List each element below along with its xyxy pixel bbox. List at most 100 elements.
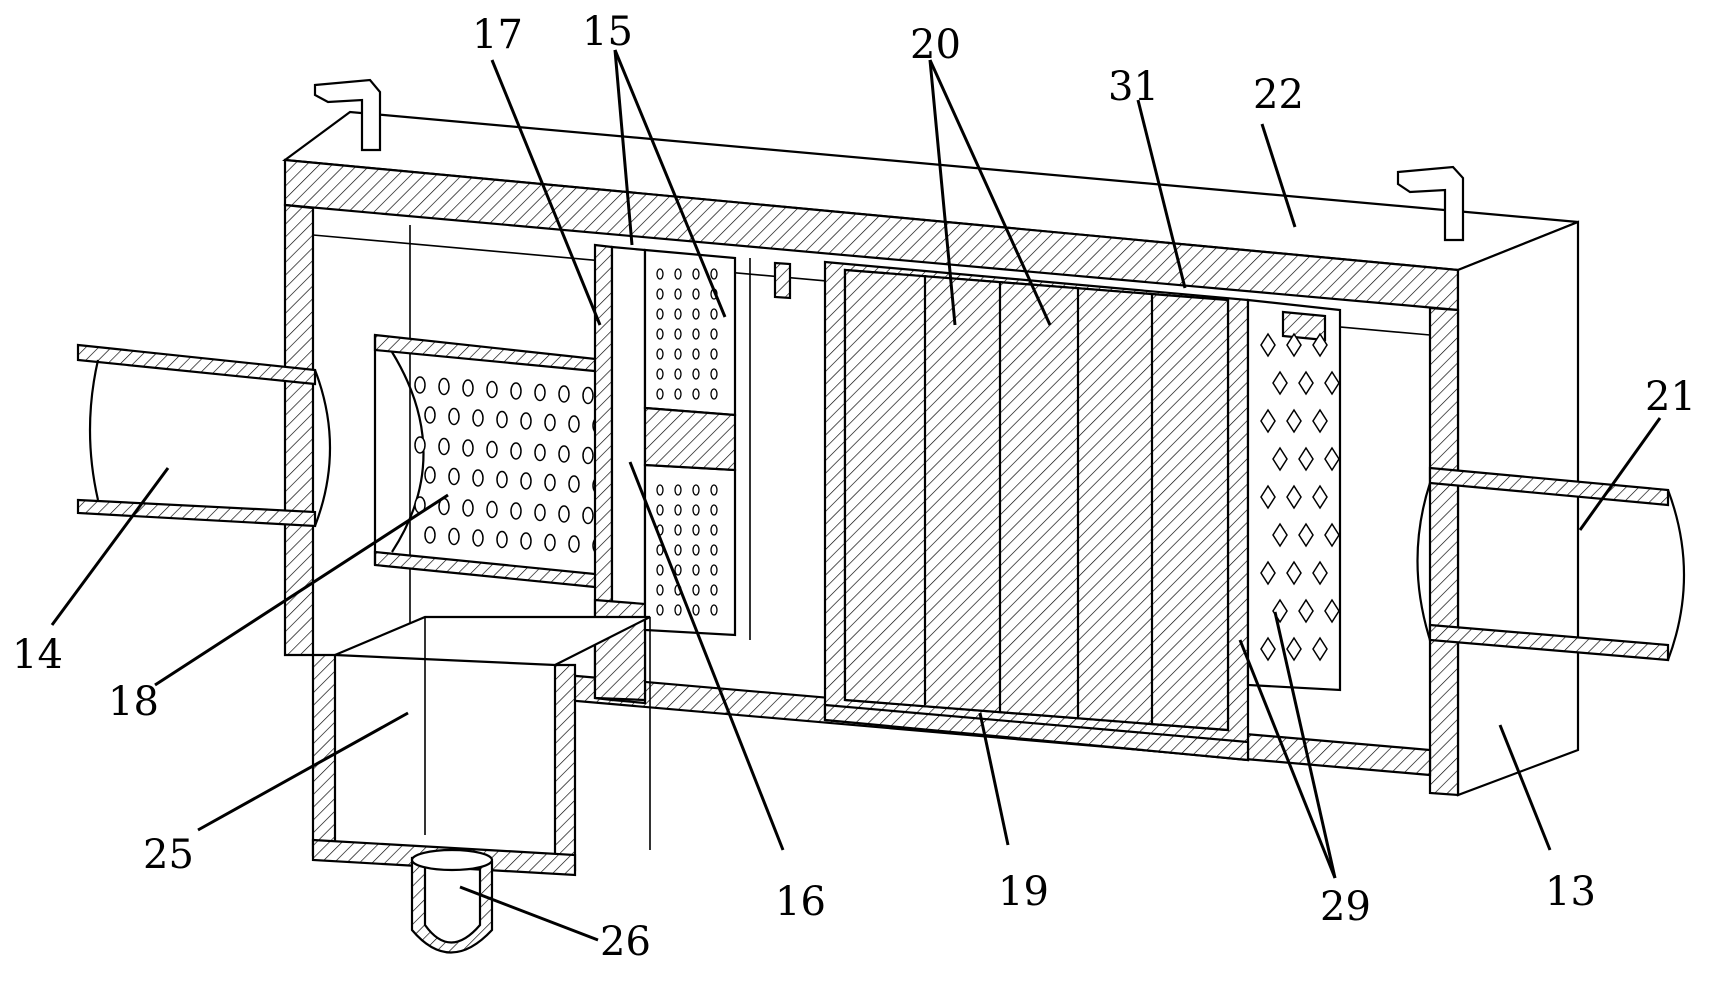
hole <box>486 380 498 399</box>
diamond-hole <box>1272 370 1288 396</box>
perforated-cylinder <box>373 333 607 590</box>
hole <box>462 499 474 517</box>
hole <box>424 406 436 424</box>
hole <box>582 446 594 465</box>
hole <box>692 268 700 280</box>
callout-15: 15 <box>582 9 633 55</box>
hole <box>656 564 664 576</box>
hole <box>438 377 450 396</box>
hole <box>510 442 522 460</box>
hole <box>568 475 580 493</box>
diamond-hole <box>1312 484 1328 510</box>
hole <box>710 544 718 556</box>
callout-22: 22 <box>1253 72 1304 118</box>
callout-16: 16 <box>775 879 826 925</box>
hole <box>414 436 426 454</box>
baffle-plate <box>593 243 647 705</box>
hole <box>710 308 718 320</box>
wall-tab <box>773 261 792 300</box>
hole <box>656 288 664 300</box>
hole <box>710 584 718 596</box>
callout-18: 18 <box>108 679 159 725</box>
diamond-hole <box>1324 598 1340 624</box>
hole <box>692 564 700 576</box>
hole <box>486 440 498 459</box>
diamond-hole <box>1272 446 1288 472</box>
callout-14: 14 <box>12 632 63 678</box>
hole <box>568 415 580 433</box>
hole <box>710 328 718 340</box>
hole <box>674 604 682 616</box>
diamond-hole <box>1260 332 1276 358</box>
leader-lines <box>50 49 1662 942</box>
hole <box>534 383 546 402</box>
filter-screens <box>643 248 751 640</box>
hole <box>710 604 718 616</box>
inlet-pipe <box>76 343 332 528</box>
hole <box>414 376 426 394</box>
diamond-hole <box>1312 332 1328 358</box>
hole <box>674 268 682 280</box>
hole <box>448 467 460 486</box>
hole <box>710 268 718 280</box>
hole <box>656 604 664 616</box>
hole <box>510 502 522 520</box>
cylinder-holes <box>414 376 604 555</box>
hole <box>692 308 700 320</box>
hole <box>710 348 718 360</box>
lid-handle-right <box>1396 165 1465 242</box>
hole <box>692 544 700 556</box>
hole <box>568 535 580 553</box>
hole <box>710 484 718 496</box>
hole <box>486 500 498 519</box>
diamond-hole <box>1260 408 1276 434</box>
hole <box>674 544 682 556</box>
hole <box>656 504 664 516</box>
diamond-hole <box>1298 522 1314 548</box>
hole <box>510 382 522 400</box>
hole <box>496 530 508 549</box>
callout-20: 20 <box>910 22 961 68</box>
diamond-hole <box>1272 522 1288 548</box>
diamond-hole <box>1286 332 1302 358</box>
catalyst-block <box>823 260 1250 762</box>
hole <box>710 504 718 516</box>
hole <box>656 328 664 340</box>
hole <box>582 386 594 405</box>
callout-25: 25 <box>143 832 194 878</box>
hole <box>520 412 532 430</box>
diamond-hole <box>1324 370 1340 396</box>
hole <box>674 388 682 400</box>
hole <box>674 484 682 496</box>
hole <box>674 368 682 380</box>
callout-19: 19 <box>998 869 1049 915</box>
diamond-hole <box>1286 408 1302 434</box>
hole <box>438 437 450 456</box>
diamond-mesh <box>1246 298 1342 692</box>
hole <box>472 529 484 547</box>
hole <box>656 544 664 556</box>
callout-21: 21 <box>1645 374 1696 420</box>
hole <box>692 484 700 496</box>
hole <box>544 413 556 432</box>
diamond-hole <box>1312 636 1328 662</box>
hole <box>692 288 700 300</box>
hole <box>472 409 484 427</box>
hole <box>462 379 474 397</box>
hole <box>656 388 664 400</box>
hole <box>656 268 664 280</box>
diamond-hole <box>1286 484 1302 510</box>
hole <box>692 504 700 516</box>
hole <box>674 564 682 576</box>
hole <box>558 445 570 463</box>
hole <box>558 385 570 403</box>
hole <box>656 368 664 380</box>
hole <box>558 505 570 523</box>
hole <box>496 410 508 429</box>
hole <box>674 308 682 320</box>
diamond-hole <box>1312 560 1328 586</box>
hole <box>520 472 532 490</box>
hole <box>544 473 556 492</box>
hole <box>424 526 436 544</box>
